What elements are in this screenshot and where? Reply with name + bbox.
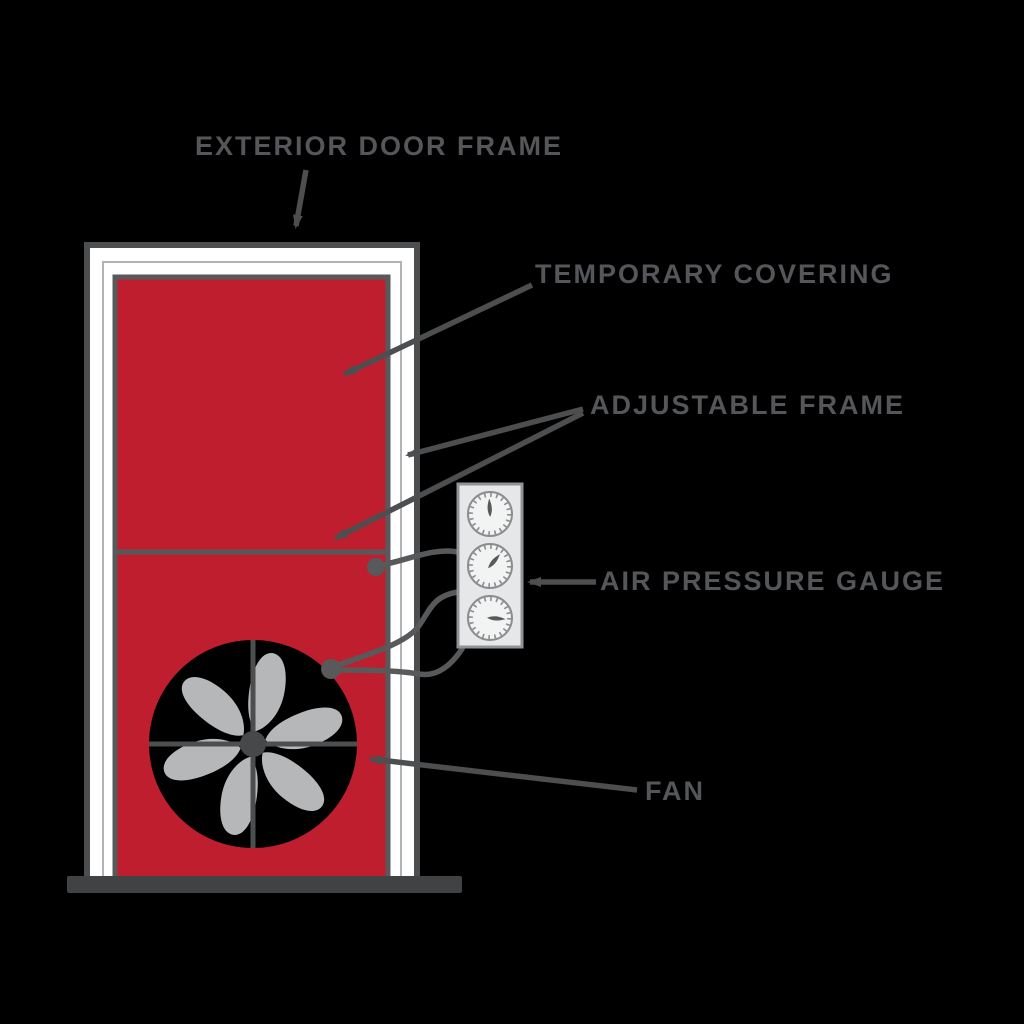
air-pressure-gauge-panel <box>456 482 524 649</box>
gauge-top <box>467 491 513 537</box>
arrow-adjustable-frame-upper <box>405 406 584 458</box>
gauge-tube-top <box>373 548 461 569</box>
label-arrows <box>293 169 638 793</box>
fan-hub <box>240 731 266 757</box>
gauge-tube-middle <box>333 589 461 669</box>
door-base <box>67 876 462 893</box>
arrow-fan <box>368 755 638 793</box>
arrow-adjustable-frame-lower <box>333 410 585 541</box>
label-exterior-door-frame: EXTERIOR DOOR FRAME <box>195 131 564 161</box>
label-adjustable-frame: ADJUSTABLE FRAME <box>590 390 905 420</box>
gauge-tube-bottom <box>334 646 465 678</box>
arrow-exterior-door-frame <box>293 169 309 229</box>
gauge-bottom <box>467 595 513 641</box>
label-temporary-covering: TEMPORARY COVERING <box>535 259 894 289</box>
gauge-middle <box>467 543 513 589</box>
arrow-temporary-covering <box>342 282 534 377</box>
gauge-tubes <box>333 548 465 678</box>
label-air-pressure-gauge: AIR PRESSURE GAUGE <box>600 566 946 596</box>
fan <box>149 640 357 848</box>
label-fan: FAN <box>645 776 705 806</box>
